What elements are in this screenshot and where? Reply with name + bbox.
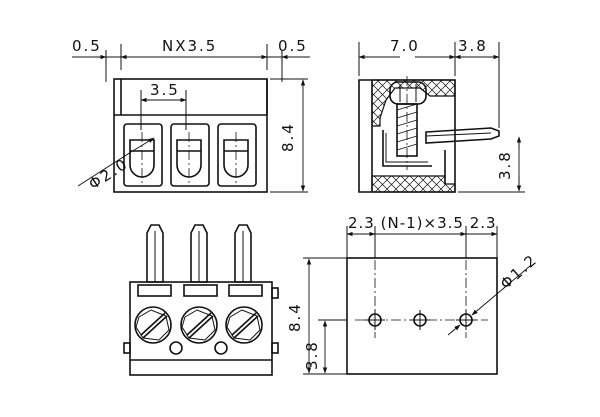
side-pin-height-label: 3.8 <box>496 150 514 180</box>
solder-pin <box>190 224 208 283</box>
front-right-margin-label: 0.5 <box>278 37 308 55</box>
front-pitch-label: 3.5 <box>150 81 180 99</box>
side-view: 7.0 3.8 3.8 <box>358 37 525 193</box>
front-hole-diameter-label: Φ2.0 <box>85 154 131 193</box>
bottom-body-outline <box>129 281 273 376</box>
screw-head <box>225 306 263 344</box>
pcb-pitch-formula-label: 2.3 (N-1)×3.5 2.3 <box>348 214 497 232</box>
screw <box>389 76 427 170</box>
front-view: 0.5 NX3.5 0.5 3.5 <box>72 37 310 193</box>
drill-hole <box>456 310 476 330</box>
wire-opening <box>123 123 163 187</box>
drill-hole <box>410 310 430 330</box>
drill-hole <box>365 310 385 330</box>
bottom-view <box>123 224 279 376</box>
front-height-label: 8.4 <box>279 122 297 152</box>
solder-pin <box>146 224 164 283</box>
screw-head <box>180 306 218 344</box>
side-depth-label: 7.0 <box>390 37 420 55</box>
pcb-height-label: 8.4 <box>286 302 304 332</box>
front-left-margin-label: 0.5 <box>72 37 102 55</box>
wire-opening <box>217 123 257 187</box>
pcb-pin-row-offset-label: 3.8 <box>303 340 321 370</box>
side-housing-section <box>371 79 456 127</box>
front-body-outline <box>113 78 268 193</box>
pcb-layout-view: 2.3 (N-1)×3.5 2.3 Φ1.2 <box>286 214 541 375</box>
screw-head <box>134 306 172 344</box>
pcb-outline <box>346 257 498 375</box>
side-pin-offset-label: 3.8 <box>458 37 488 55</box>
pcb-drill-diameter-label: Φ1.2 <box>497 250 541 293</box>
side-pin <box>425 127 500 144</box>
wire-opening <box>170 123 210 187</box>
front-pitch-total-label: NX3.5 <box>162 37 217 55</box>
solder-pin <box>234 224 252 283</box>
